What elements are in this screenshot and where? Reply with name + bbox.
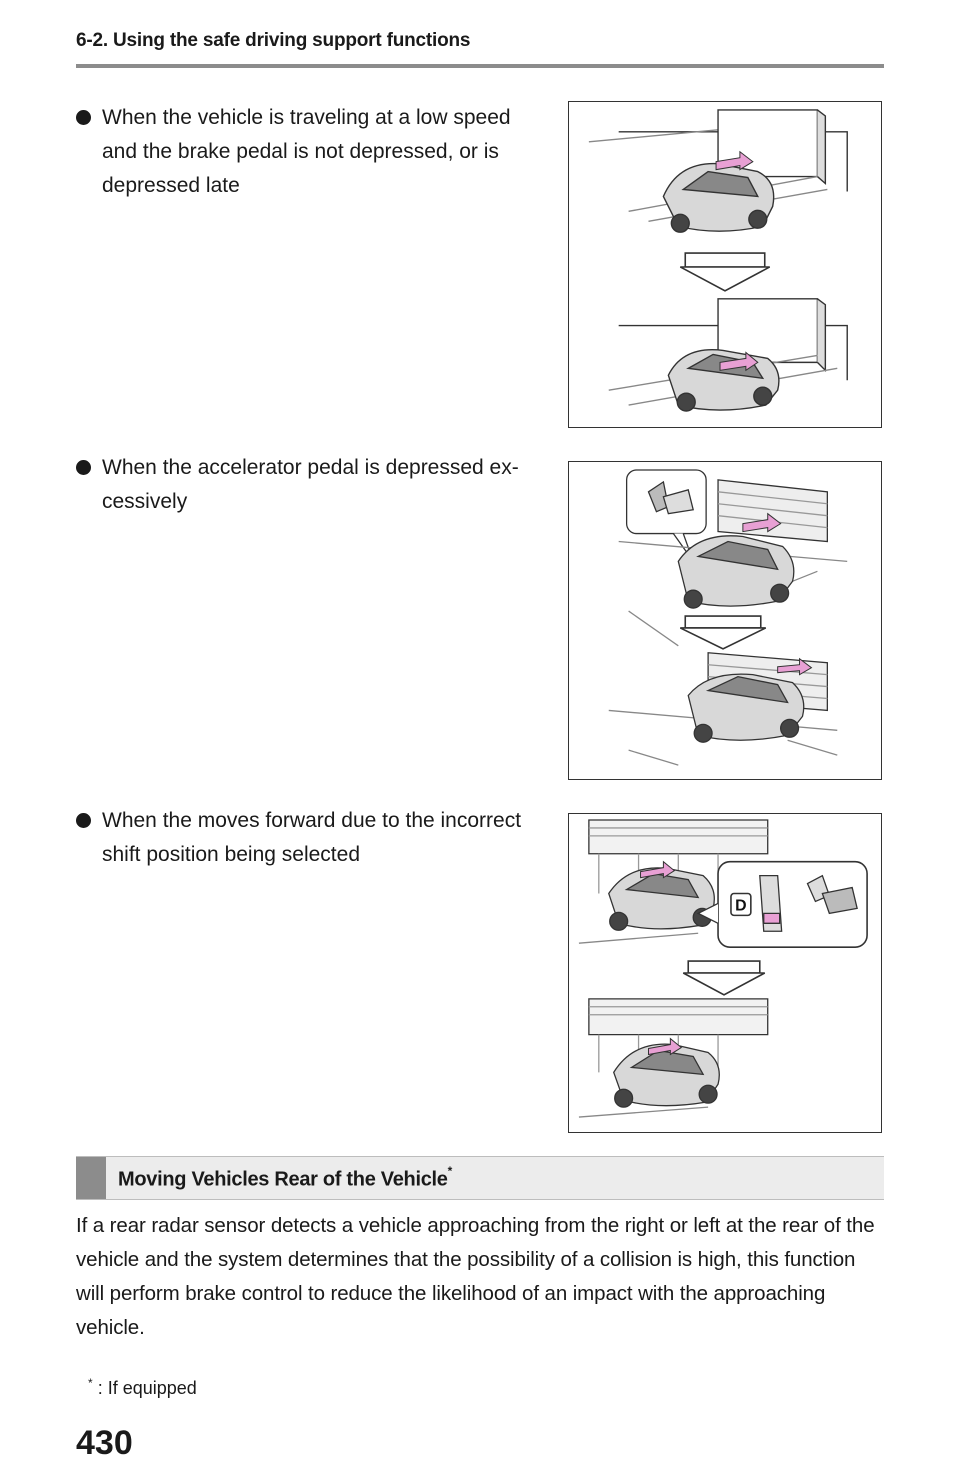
bullet-shift-position: When the moves forward due to the incorr… <box>76 804 550 872</box>
car-accelerator-illustration <box>608 469 848 766</box>
footnote-mark: * <box>88 1376 93 1390</box>
figure-shift-position: D <box>568 813 882 1133</box>
car-wall-collision-illustration <box>588 109 848 412</box>
bullet-text: When the accelerator pedal is depressed … <box>102 456 519 513</box>
bullet-low-speed: When the vehicle is traveling at a low s… <box>76 101 550 203</box>
page-number: 430 <box>76 1424 133 1462</box>
bullet-text: When the moves forward due to the incorr… <box>102 809 522 866</box>
section-title: Moving Vehicles Rear of the Vehicle* <box>118 1164 453 1191</box>
bullet-dot-icon <box>76 110 91 125</box>
figure-accelerator-wall <box>568 461 882 780</box>
bullet-dot-icon <box>76 460 91 475</box>
header-rule <box>76 64 884 68</box>
car-shift-error-illustration: D <box>578 819 868 1118</box>
figure-low-speed-wall <box>568 101 882 428</box>
bullet-accelerator: When the accelerator pedal is depressed … <box>76 451 550 519</box>
section-header: Moving Vehicles Rear of the Vehicle* <box>76 1156 884 1200</box>
footnote: * : If equipped <box>88 1376 197 1398</box>
bullet-dot-icon <box>76 813 91 828</box>
shift-d-label: D <box>735 897 746 914</box>
bullet-text: When the vehicle is traveling at a low s… <box>102 106 511 197</box>
running-header: 6-2. Using the safe driving support func… <box>76 30 471 51</box>
section-asterisk: * <box>447 1164 453 1178</box>
section-header-bar <box>76 1157 106 1199</box>
body-paragraph: If a rear radar sensor detects a vehicle… <box>76 1214 875 1339</box>
